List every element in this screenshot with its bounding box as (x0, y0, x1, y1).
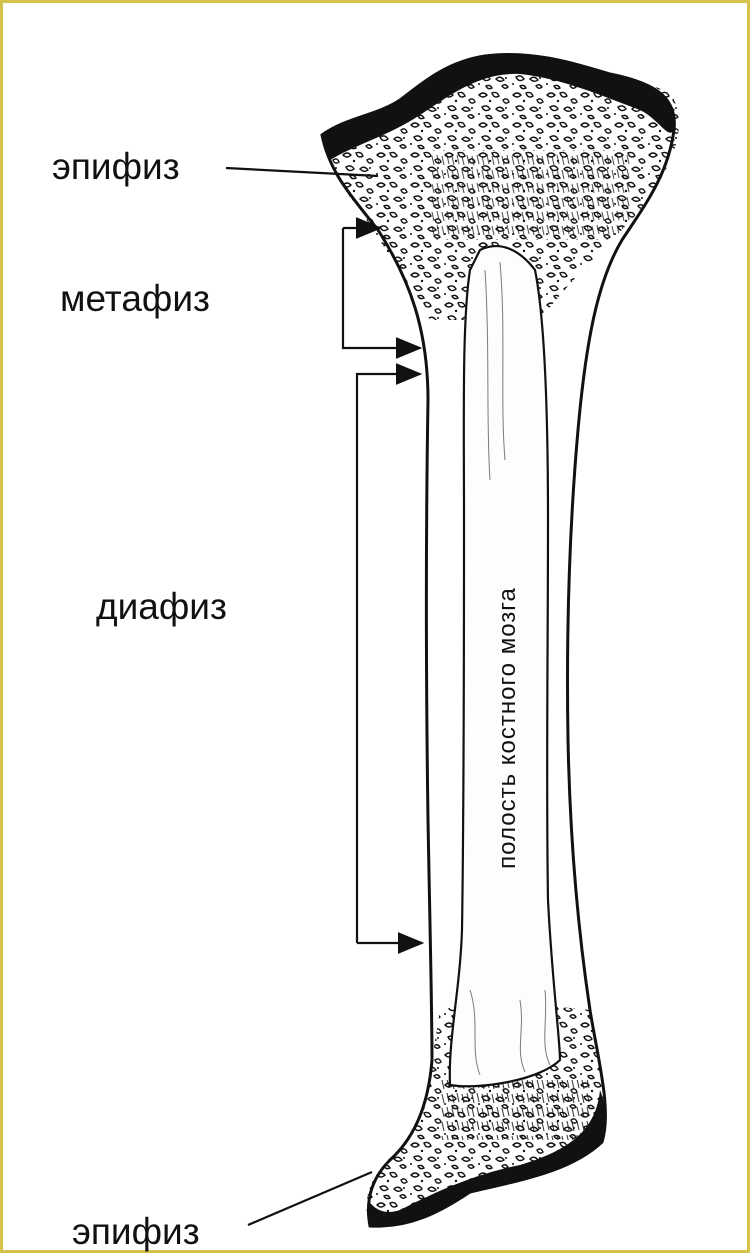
label-marrow-cavity: полость костного мозга (496, 587, 520, 869)
label-diaphysis: диафиз (96, 588, 227, 625)
label-epiphysis-bottom: эпифиз (72, 1213, 200, 1250)
label-metaphysis: метафиз (60, 280, 210, 317)
label-epiphysis-top: эпифиз (52, 148, 180, 185)
